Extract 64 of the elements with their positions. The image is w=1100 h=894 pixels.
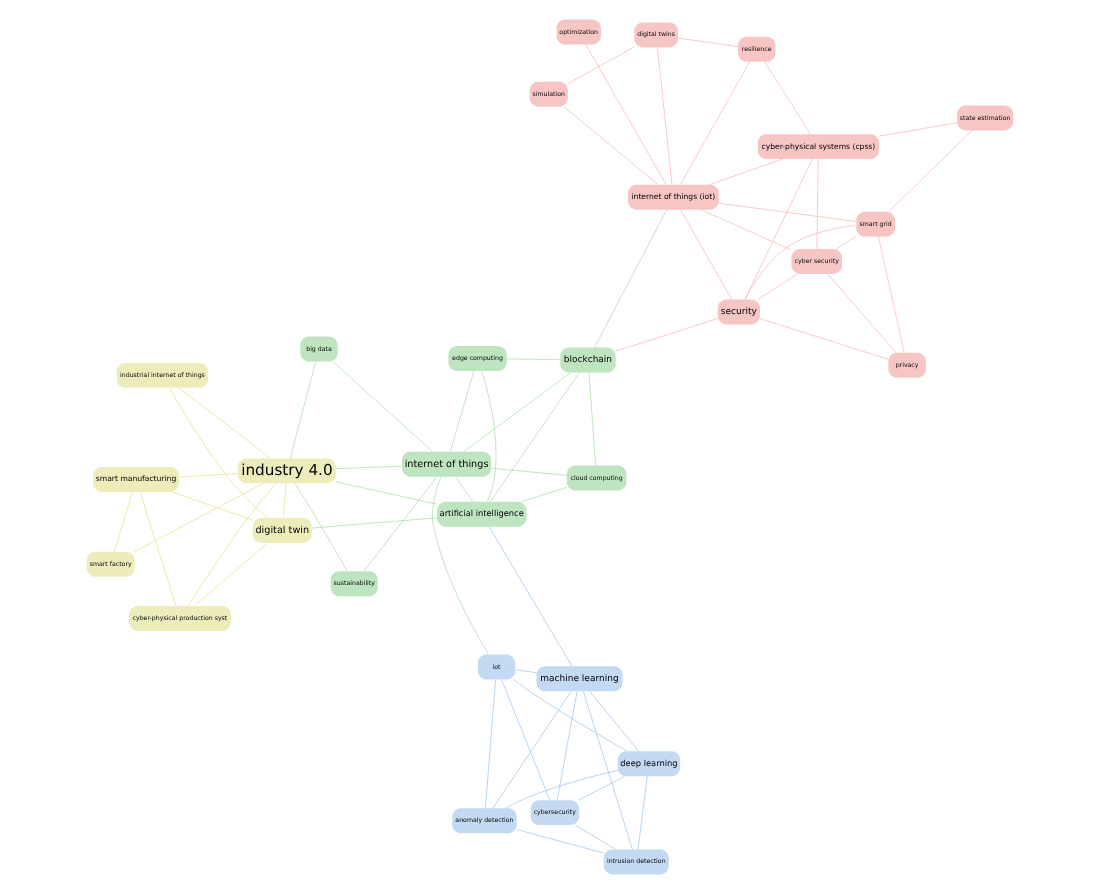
connector	[515, 669, 537, 673]
connector	[680, 209, 732, 300]
connector	[335, 465, 402, 470]
connector	[194, 542, 268, 607]
connector	[512, 679, 628, 752]
connector	[578, 776, 625, 801]
connector	[114, 491, 133, 553]
connector	[171, 491, 253, 521]
connector	[178, 473, 239, 478]
connector	[492, 691, 572, 809]
connector	[311, 517, 438, 529]
connector	[744, 158, 813, 300]
connector	[283, 483, 287, 519]
connector	[657, 47, 673, 185]
connector	[708, 158, 783, 185]
connector	[718, 202, 857, 222]
connector	[556, 691, 578, 801]
connector	[878, 236, 905, 354]
connector	[489, 526, 573, 667]
connector	[289, 361, 316, 459]
connector	[836, 236, 857, 250]
connector	[501, 679, 551, 801]
connector	[567, 46, 635, 84]
connector	[585, 44, 667, 185]
connector	[637, 776, 648, 850]
connector	[764, 61, 811, 135]
connector	[594, 209, 668, 348]
connector	[677, 37, 739, 47]
connector	[178, 387, 271, 459]
connector	[481, 371, 497, 502]
connector	[505, 770, 618, 809]
connector	[757, 273, 798, 300]
connector	[363, 476, 438, 572]
connector	[335, 481, 438, 505]
connector	[521, 487, 567, 502]
connector	[701, 209, 792, 251]
connector	[816, 158, 819, 250]
connector	[169, 387, 268, 519]
connector	[583, 691, 633, 850]
connector	[878, 122, 958, 137]
connector	[588, 372, 596, 466]
connector	[490, 372, 580, 502]
connector	[759, 318, 889, 360]
connector	[463, 372, 572, 452]
connector	[516, 829, 604, 854]
connector	[449, 370, 475, 452]
connector	[455, 476, 474, 502]
connector	[827, 273, 897, 354]
connector	[432, 476, 489, 655]
connector	[589, 691, 639, 752]
connector	[491, 468, 568, 476]
connector	[744, 225, 857, 300]
connector	[680, 61, 750, 185]
connector	[139, 491, 177, 607]
connector	[485, 679, 496, 809]
connector	[575, 824, 616, 850]
connector	[615, 318, 718, 352]
connector	[134, 483, 264, 553]
connector	[506, 358, 561, 360]
connector	[294, 483, 348, 572]
connector	[888, 130, 973, 212]
connector	[563, 106, 659, 185]
connector	[187, 483, 277, 607]
connector	[332, 361, 433, 452]
